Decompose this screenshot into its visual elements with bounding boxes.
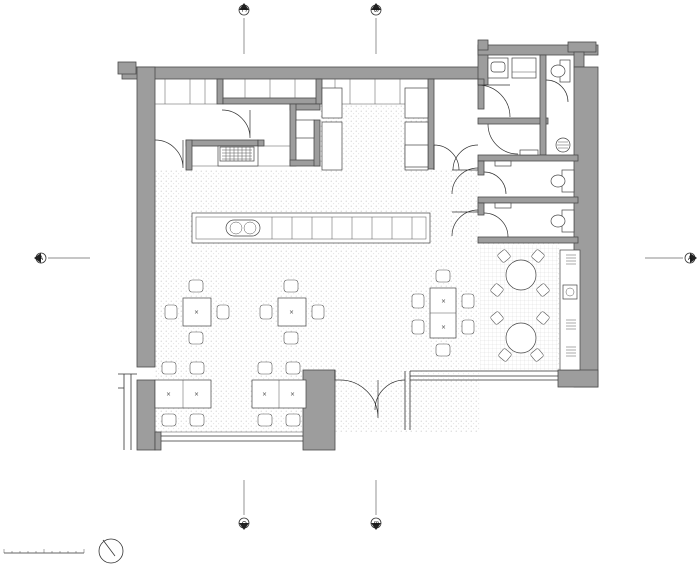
dining-table-3: × × — [411, 269, 475, 357]
table-marker: × — [194, 309, 199, 316]
table-marker: × — [289, 309, 294, 316]
section-label: B — [372, 521, 379, 525]
section-marker-left-a: A — [34, 252, 90, 264]
dining-table-1: × — [164, 279, 230, 345]
table-marker: × — [166, 391, 171, 398]
dishwasher-rack-icon — [219, 146, 255, 162]
section-marker-right-a: A — [645, 252, 697, 264]
section-label: B — [372, 8, 379, 12]
north-arrow-icon — [98, 538, 124, 564]
section-marker-top-c: C — [238, 3, 250, 54]
table-marker: × — [290, 391, 295, 398]
table-marker: × — [441, 298, 446, 305]
section-label: C — [240, 8, 247, 12]
section-marker-bottom-b: B — [370, 480, 382, 530]
section-marker-bottom-c: C — [238, 480, 250, 530]
section-label: C — [240, 521, 247, 525]
section-marker-top-b: B — [370, 3, 382, 54]
dining-table-4: × × — [154, 361, 212, 427]
floor-drain-icon — [555, 137, 571, 153]
doors — [154, 79, 569, 419]
table-marker: × — [262, 391, 267, 398]
walls — [117, 39, 599, 451]
section-label: A — [39, 255, 44, 262]
dining-table-2: × — [259, 279, 325, 345]
glazing-lines — [118, 370, 558, 450]
round-table-group — [490, 249, 581, 371]
scale-bar-icon — [3, 549, 85, 554]
dining-table-5: × × — [251, 361, 307, 427]
toilets — [487, 57, 575, 233]
table-marker: × — [194, 391, 199, 398]
bar-counter — [191, 212, 431, 244]
section-label: A — [688, 255, 693, 262]
table-marker: × — [441, 324, 446, 331]
